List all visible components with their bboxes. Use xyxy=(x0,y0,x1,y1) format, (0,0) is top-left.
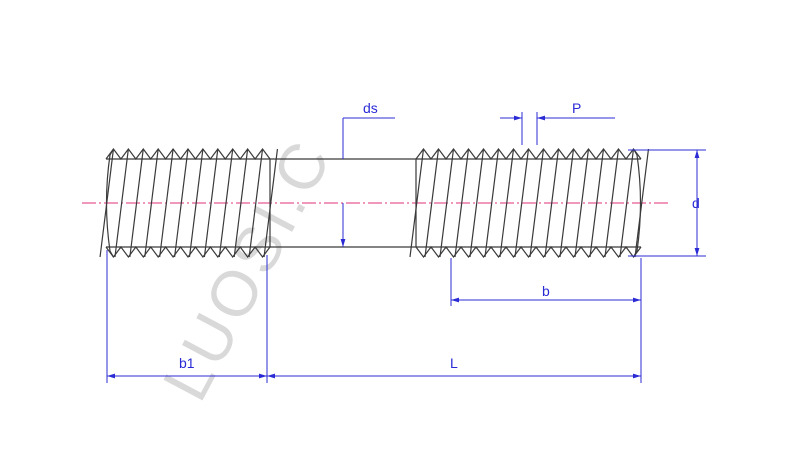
label-ds: ds xyxy=(363,100,378,116)
dimension-ds xyxy=(340,117,395,247)
dimension-b1-l xyxy=(106,250,641,383)
label-p: P xyxy=(572,100,581,116)
dimension-b xyxy=(450,258,642,383)
label-b1: b1 xyxy=(179,355,195,371)
label-d: d xyxy=(692,195,700,211)
left-thread xyxy=(99,147,279,259)
right-thread xyxy=(409,148,650,258)
dimension-p xyxy=(500,112,615,145)
label-b: b xyxy=(542,283,550,299)
dimension-d xyxy=(628,149,706,257)
label-l: L xyxy=(450,355,458,371)
